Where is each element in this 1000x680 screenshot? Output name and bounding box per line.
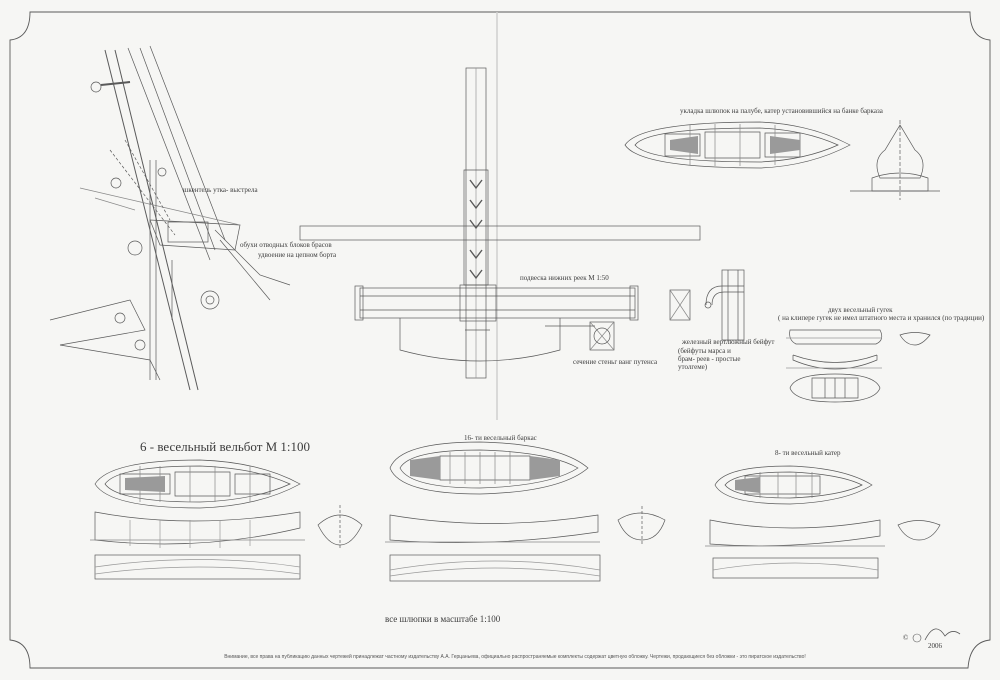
copyright-mark: © [903,634,909,642]
iron-crane-label: железный вертлюжный бейфут [682,338,775,346]
chain-plates-label: обухи отводных блоков брасов [240,241,332,249]
bowsprit-detail [49,45,291,391]
cutter-title: 8- ти весельный катер [775,449,841,457]
launch-title: 16- ти весельный баркас [464,434,537,442]
crane-note-label: (бейфуты марса и брам- реев - простые ут… [678,347,741,371]
bowsprit-gammoning-label: шкентель утка- выстрела [183,186,258,194]
boat-stowage-drawing [624,120,940,200]
gig-note-label: ( на клипере гугек не имел штатного мест… [778,314,985,322]
whaleboat-drawing [90,459,363,580]
copyright-notice: Внимание, все права на публикацию данных… [224,654,806,660]
signature-year: 2006 [928,642,942,650]
boat-stowage-label: укладка шлюпок на палубе, катер установи… [680,107,883,115]
scale-note: все шлюпки в масштабе 1:100 [385,614,501,624]
lower-yard-label: подвеска нижних реек М 1:50 [520,274,609,282]
channel-lashing-label: удвоение на цепном борта [258,251,337,259]
yard-section-label: сечение стеньг ванг путенса [573,358,658,366]
gig-drawing [786,329,931,403]
lower-yard-drawing [299,67,701,379]
whaleboat-title: 6 - весельный вельбот М 1:100 [140,439,311,454]
gig-title: двух весельный гугек [828,306,893,314]
launch-drawing [385,441,666,582]
cutter-drawing [705,465,941,579]
iron-crane-detail [669,269,745,341]
